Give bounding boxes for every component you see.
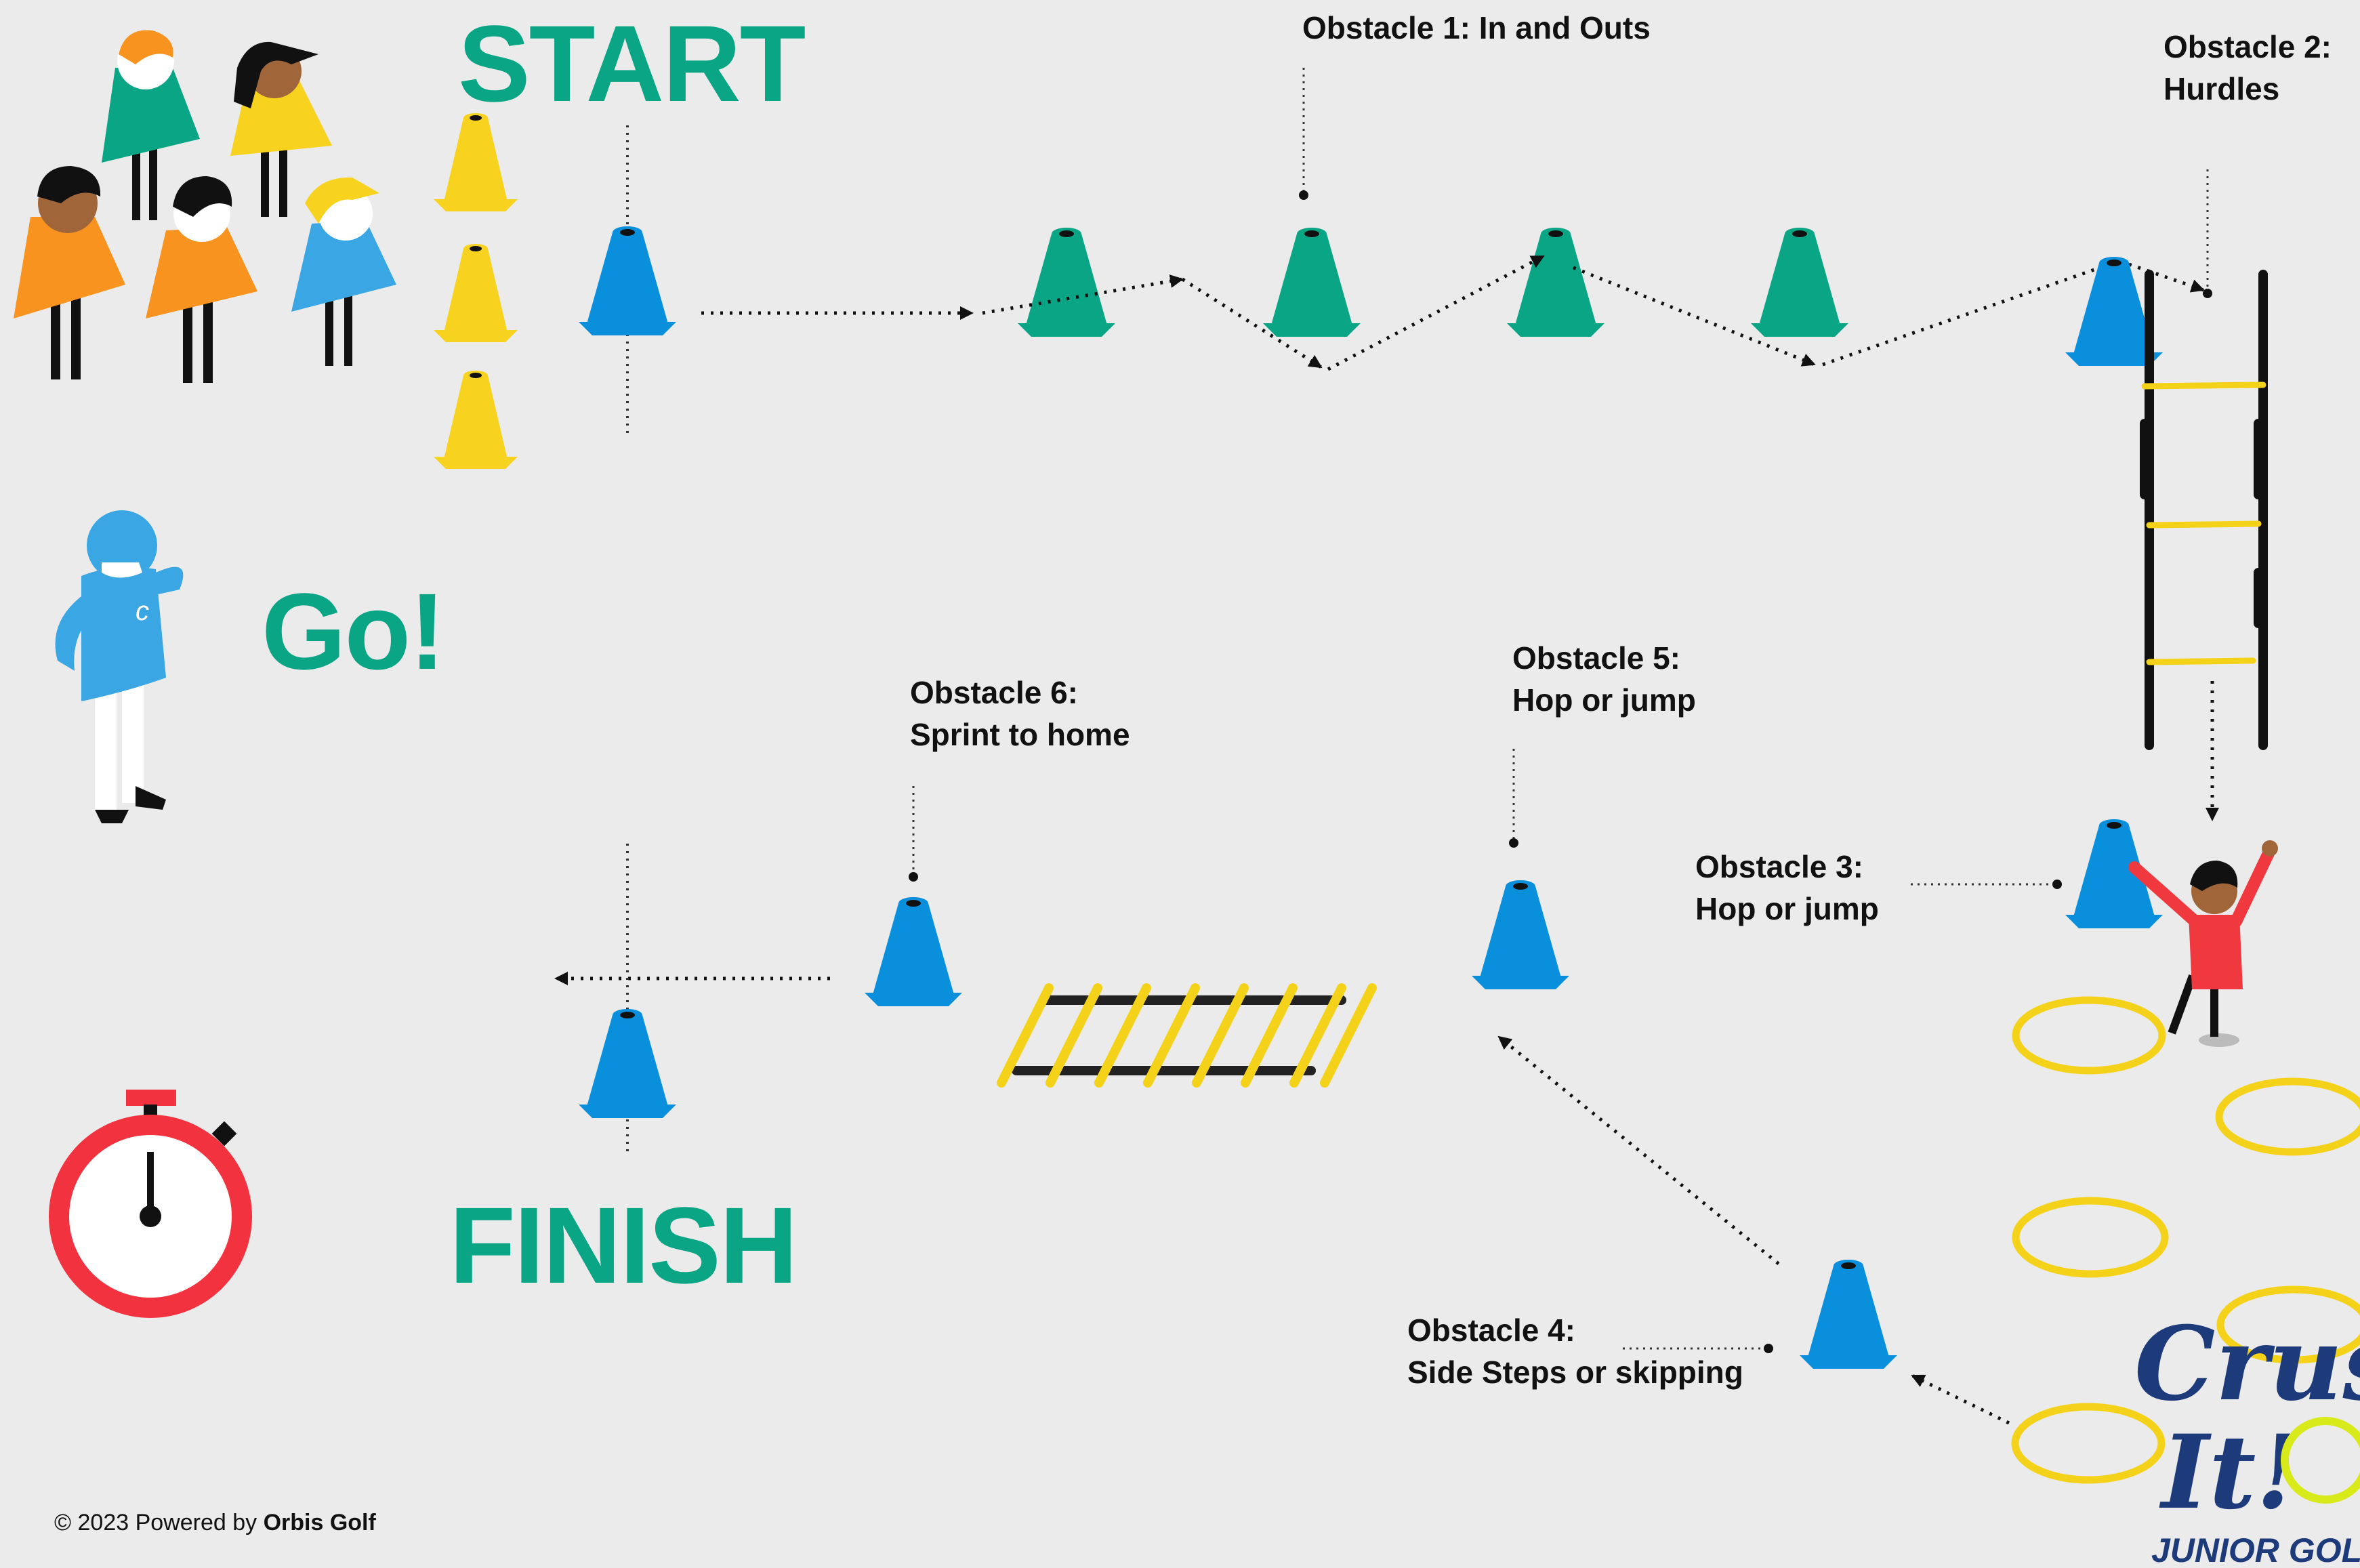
obstacle-2-label: Obstacle 2: Hurdles <box>2164 26 2332 110</box>
hurdle-icon <box>2145 274 2263 745</box>
copyright-footer: © 2023 Powered by Orbis Golf <box>54 1510 376 1536</box>
stopwatch-icon <box>49 1090 252 1318</box>
svg-text:c: c <box>136 596 149 626</box>
green-cone-icon <box>1751 228 1848 337</box>
obstacle-6-subtitle: Sprint to home <box>910 714 1130 756</box>
blue-cone-icon <box>1800 1260 1897 1369</box>
kid-player-icon <box>146 176 257 383</box>
svg-text:JUNIOR GOLF: JUNIOR GOLF <box>2151 1531 2360 1568</box>
kid-player-icon <box>291 178 396 366</box>
coach-icon: c <box>56 510 184 823</box>
svg-text:It!: It! <box>2159 1413 2300 1532</box>
obstacle-5-subtitle: Hop or jump <box>1512 679 1696 721</box>
obstacle-4-label: Obstacle 4: Side Steps or skipping <box>1407 1309 1743 1393</box>
yellow-cone-icon <box>434 113 518 211</box>
blue-cone-icon <box>579 226 676 335</box>
kid-player-icon <box>14 166 125 379</box>
obstacle-6-title: Obstacle 6: <box>910 672 1130 714</box>
obstacle-2-subtitle: Hurdles <box>2164 68 2332 110</box>
svg-text:Crush: Crush <box>2134 1304 2360 1424</box>
agility-ladder-icon <box>1001 988 1372 1083</box>
go-heading: Go! <box>262 577 444 686</box>
start-heading: START <box>458 9 804 118</box>
blue-cone-icon <box>1472 880 1569 989</box>
green-cone-icon <box>1263 228 1361 337</box>
obstacle-1-label: Obstacle 1: In and Outs <box>1302 7 1651 49</box>
blue-cone-icon <box>865 897 962 1006</box>
obstacle-5-title: Obstacle 5: <box>1512 637 1696 679</box>
obstacle-3-label: Obstacle 3: Hop or jump <box>1695 846 1879 930</box>
blue-cone-icon <box>579 1009 676 1118</box>
green-cone-icon <box>1018 228 1115 337</box>
obstacle-4-title: Obstacle 4: <box>1407 1309 1743 1351</box>
copyright-brand: Orbis Golf <box>264 1510 376 1535</box>
obstacle-2-title: Obstacle 2: <box>2164 26 2332 68</box>
obstacle-4-subtitle: Side Steps or skipping <box>1407 1351 1743 1393</box>
yellow-cone-icon <box>434 371 518 469</box>
obstacle-6-label: Obstacle 6: Sprint to home <box>910 672 1130 756</box>
yellow-cone-icon <box>434 244 518 342</box>
obstacle-1-title: Obstacle 1: In and Outs <box>1302 7 1651 49</box>
crush-it-logo: Crush It! JUNIOR GOLF <box>2134 1304 2360 1568</box>
obstacle-3-title: Obstacle 3: <box>1695 846 1879 888</box>
jumping-kid-icon <box>2134 840 2278 1047</box>
green-cone-icon <box>1507 228 1605 337</box>
copyright-prefix: © 2023 Powered by <box>54 1510 264 1535</box>
finish-heading: FINISH <box>449 1191 796 1300</box>
obstacle-3-subtitle: Hop or jump <box>1695 888 1879 930</box>
obstacle-5-label: Obstacle 5: Hop or jump <box>1512 637 1696 721</box>
